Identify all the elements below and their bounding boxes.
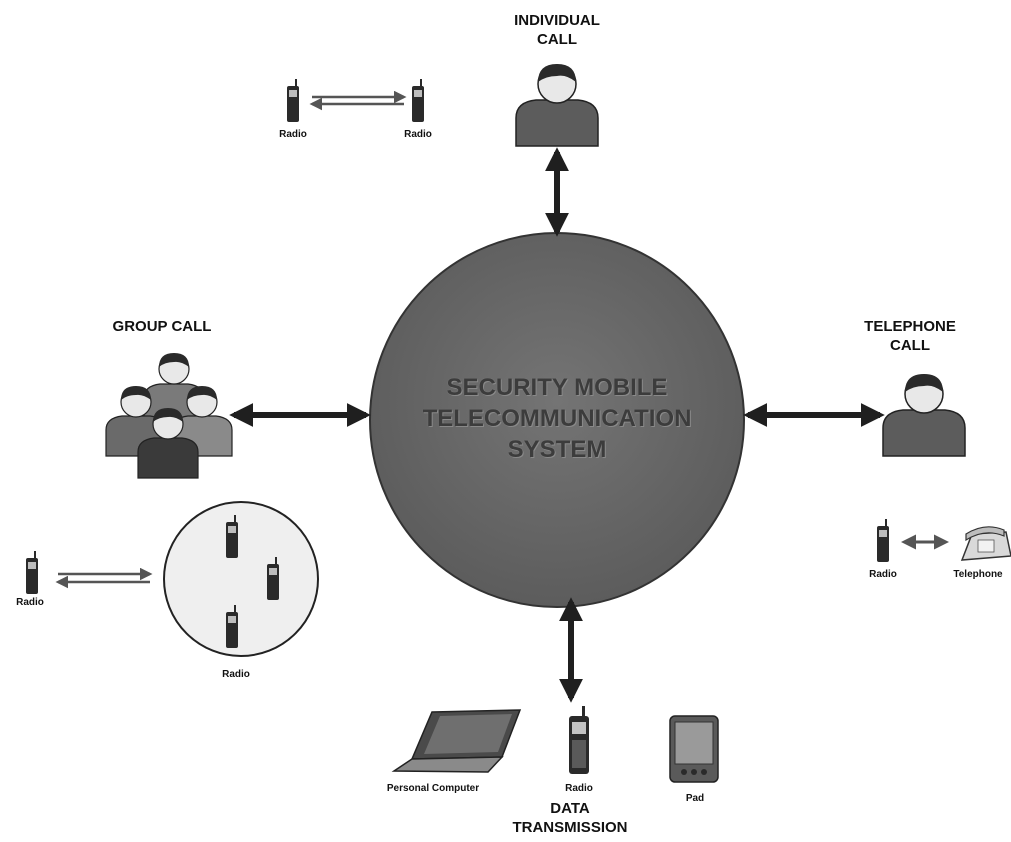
individual-radio-left-icon <box>287 79 299 122</box>
individual-call-title: INDIVIDUAL CALL <box>500 11 614 49</box>
individual-radio-left-label: Radio <box>279 129 307 140</box>
central-system-title: SECURITY MOBILE TELECOMMUNICATION SYSTEM <box>380 372 734 465</box>
group-radio-2-icon <box>267 557 279 600</box>
telephone-radio-icon <box>877 519 889 562</box>
individual-call-title-line1: INDIVIDUAL <box>514 12 600 29</box>
central-title-line3: SYSTEM <box>507 436 607 463</box>
group-call-title: GROUP CALL <box>112 318 212 335</box>
telephone-call-title-line1: TELEPHONE <box>864 318 956 335</box>
central-title-line2: TELECOMMUNICATION <box>422 405 692 432</box>
telephone-label: Telephone <box>953 569 1003 580</box>
personal-computer-icon <box>391 709 522 773</box>
group-radio-left-label: Radio <box>16 597 44 608</box>
individual-radio-right-icon <box>412 79 424 122</box>
data-radio-label: Radio <box>565 783 593 794</box>
group-radio-label: Radio <box>222 669 250 680</box>
pad-label: Pad <box>685 793 705 804</box>
data-transmission-title: DATA TRANSMISSION <box>500 799 640 837</box>
telephone-call-title: TELEPHONE CALL <box>858 317 962 355</box>
group-call-people-icon <box>105 353 233 479</box>
group-radio-1-icon <box>226 515 238 558</box>
individual-radio-right-label: Radio <box>404 129 432 140</box>
individual-call-title-line2: CALL <box>537 31 577 48</box>
individual-call-person-icon <box>515 64 599 147</box>
pad-icon <box>669 715 719 783</box>
group-radio-circle <box>163 501 319 657</box>
telephone-icon <box>960 526 1011 561</box>
group-radio-left-icon <box>26 551 38 594</box>
telephone-call-person-icon <box>882 374 966 457</box>
group-radio-3-icon <box>226 605 238 648</box>
data-transmission-title-line1: DATA <box>550 800 590 817</box>
telephone-call-title-line2: CALL <box>890 337 930 354</box>
data-radio-icon <box>569 706 589 774</box>
central-title-line1: SECURITY MOBILE <box>446 374 668 401</box>
data-transmission-title-line2: TRANSMISSION <box>512 819 628 836</box>
telephone-radio-label: Radio <box>869 569 897 580</box>
personal-computer-label: Personal Computer <box>386 783 480 794</box>
